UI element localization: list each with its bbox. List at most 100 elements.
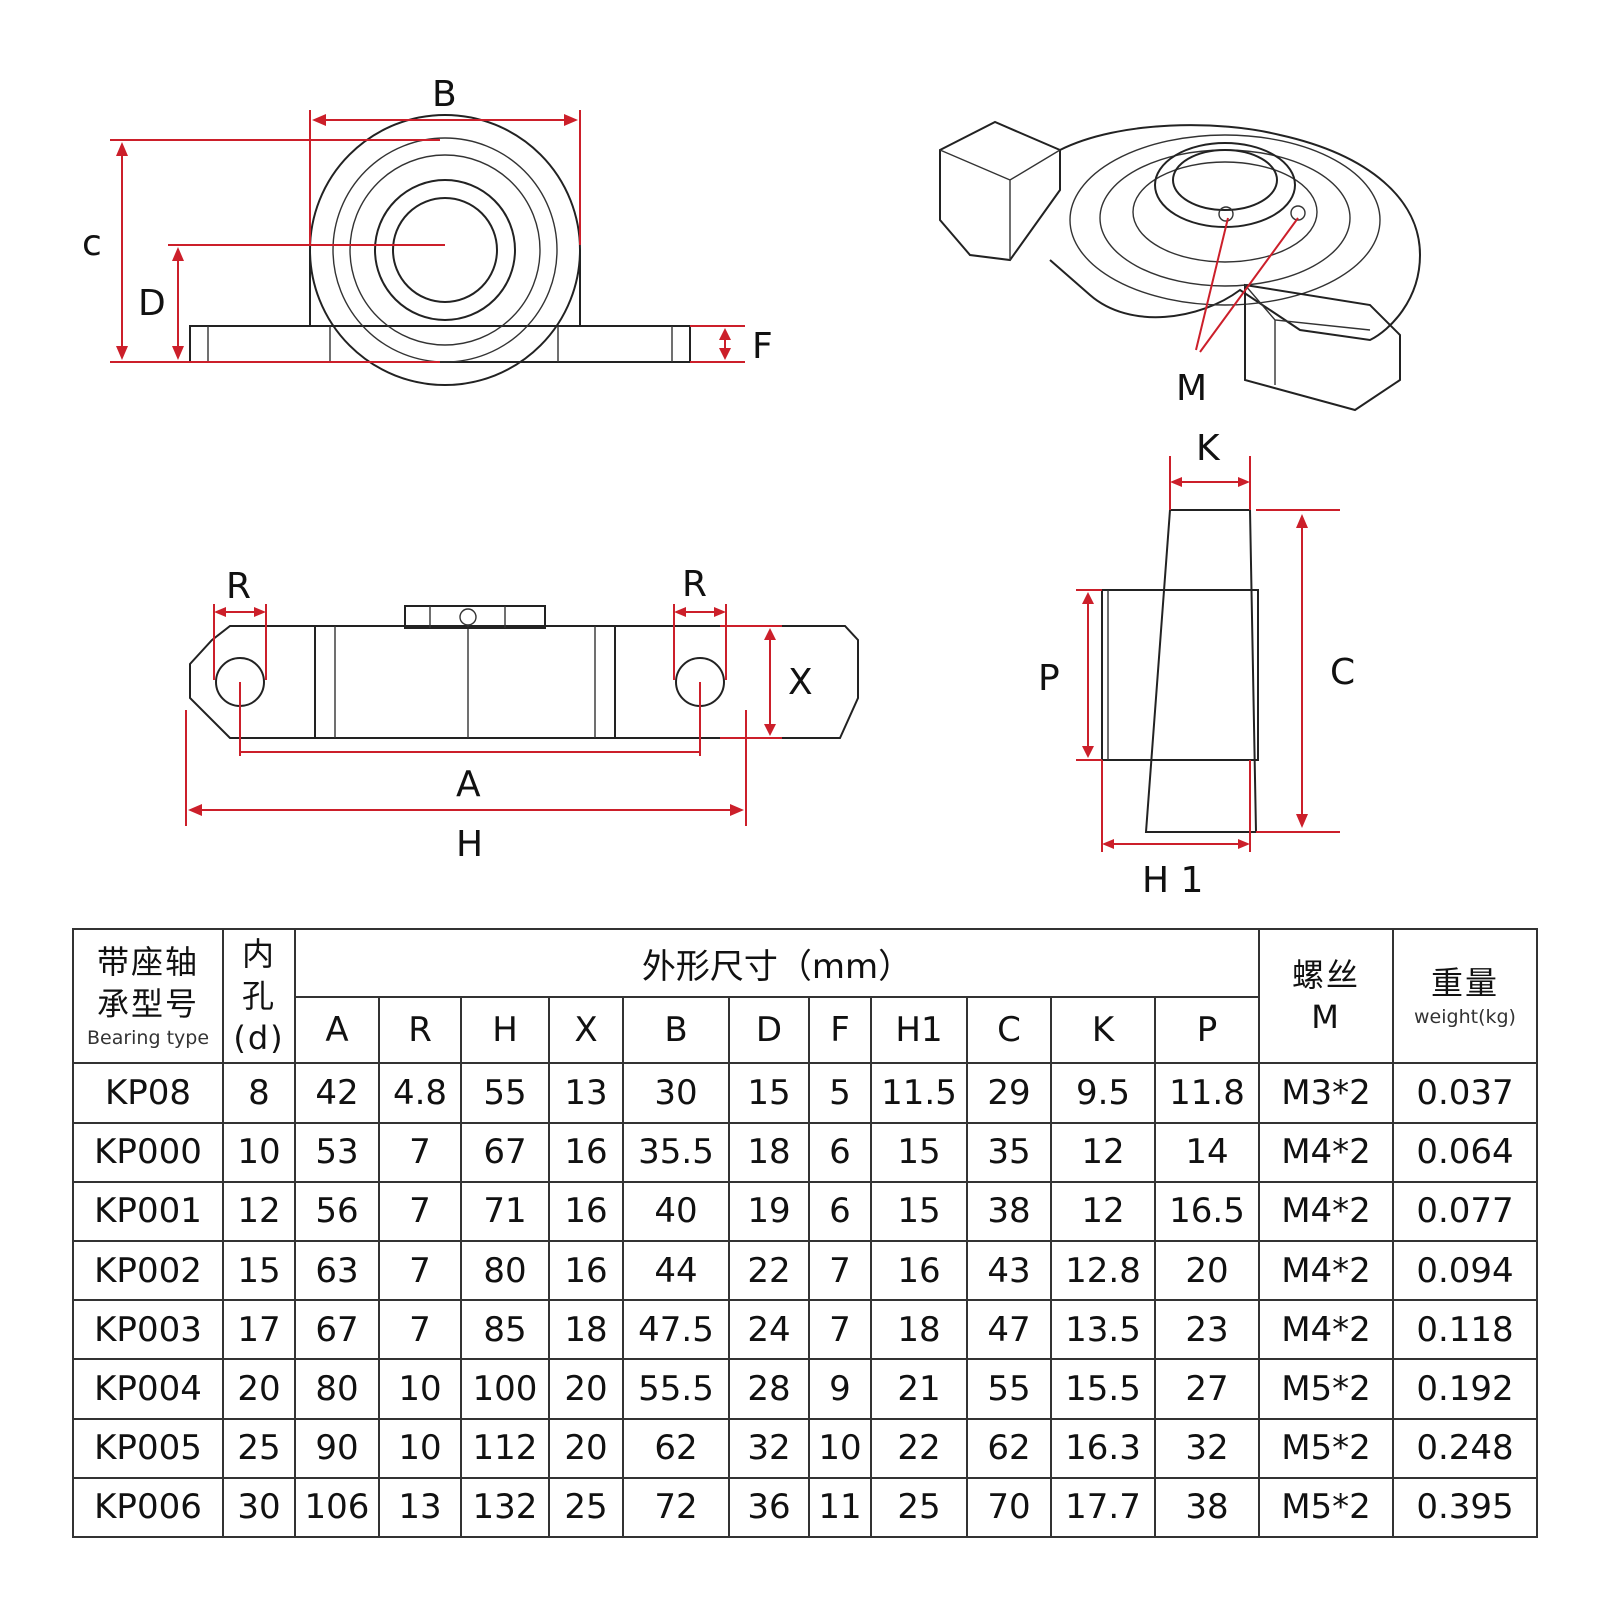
- table-cell: 25: [548, 1476, 624, 1539]
- table-cell: 16: [548, 1239, 624, 1302]
- table-cell: KP003: [72, 1299, 224, 1361]
- table-cell: 47.5: [622, 1299, 730, 1361]
- iso-bore: [1172, 149, 1278, 211]
- table-cell: 6: [808, 1180, 872, 1243]
- table-cell: KP005: [72, 1417, 224, 1479]
- table-cell: 6: [808, 1121, 872, 1183]
- table-cell: 9.5: [1050, 1062, 1156, 1124]
- table-cell: 132: [460, 1476, 550, 1539]
- table-cell: 55.5: [622, 1358, 730, 1420]
- table-cell: 70: [966, 1476, 1052, 1539]
- table-cell: 53: [294, 1121, 380, 1183]
- table-cell: 43: [966, 1239, 1052, 1302]
- table-cell: 25: [870, 1476, 968, 1539]
- side-foot-block: [1101, 589, 1259, 761]
- table-cell: 38: [966, 1180, 1052, 1243]
- table-cell: 8: [222, 1062, 296, 1124]
- table-cell: 38: [1154, 1476, 1260, 1539]
- table-cell: 7: [378, 1299, 462, 1361]
- table-cell: 0.118: [1392, 1299, 1538, 1361]
- header-col-x: X: [548, 996, 624, 1065]
- label-a: A: [456, 764, 481, 805]
- table-cell: 67: [460, 1121, 550, 1183]
- table-cell: 15: [870, 1180, 968, 1243]
- bottom-outline: [189, 625, 316, 739]
- table-cell: 7: [808, 1239, 872, 1302]
- header-row-1: 带座轴 承型号 Bearing type 内 孔 (d) 外形尺寸（mm） 螺丝…: [72, 927, 1538, 1065]
- table-cell: 55: [966, 1358, 1052, 1420]
- header-col-p: P: [1154, 996, 1260, 1065]
- label-h: H: [456, 824, 483, 865]
- label-c-small: c: [82, 223, 102, 264]
- table-cell: 5: [808, 1062, 872, 1124]
- header-col-a: A: [294, 996, 380, 1065]
- header-col-r: R: [378, 996, 462, 1065]
- table-cell: 7: [808, 1299, 872, 1361]
- table-cell: 63: [294, 1239, 380, 1302]
- table-cell: 15.5: [1050, 1358, 1156, 1420]
- spec-table: 带座轴 承型号 Bearing type 内 孔 (d) 外形尺寸（mm） 螺丝…: [72, 927, 1538, 1539]
- table-cell: M4*2: [1258, 1299, 1394, 1361]
- table-cell: 18: [548, 1299, 624, 1361]
- table-cell: 0.077: [1392, 1180, 1538, 1243]
- table-cell: 11.5: [870, 1062, 968, 1124]
- header-bearing-type: 带座轴 承型号 Bearing type: [72, 927, 224, 1065]
- table-cell: 16.5: [1154, 1180, 1260, 1243]
- table-cell: M4*2: [1258, 1180, 1394, 1243]
- label-h1: H 1: [1142, 860, 1203, 901]
- table-cell: 13: [548, 1062, 624, 1124]
- table-cell: 36: [728, 1476, 810, 1539]
- table-cell: 0.395: [1392, 1476, 1538, 1539]
- label-f: F: [752, 326, 773, 367]
- side-view-drawing: K P C H 1: [1038, 428, 1355, 901]
- table-cell: 71: [460, 1180, 550, 1243]
- table-cell: 16: [548, 1121, 624, 1183]
- table-cell: 12: [1050, 1121, 1156, 1183]
- table-cell: 4.8: [378, 1062, 462, 1124]
- table-cell: 32: [728, 1417, 810, 1479]
- table-cell: 80: [460, 1239, 550, 1302]
- table-cell: 56: [294, 1180, 380, 1243]
- table-cell: 19: [728, 1180, 810, 1243]
- header-col-h: H: [460, 996, 550, 1065]
- table-cell: 106: [294, 1476, 380, 1539]
- header-row-2: A R H X B D F H1 C K P: [73, 996, 1537, 1065]
- table-cell: KP004: [72, 1358, 224, 1420]
- table-cell: 40: [622, 1180, 730, 1243]
- header-col-k: K: [1050, 996, 1156, 1065]
- table-cell: 20: [1154, 1239, 1260, 1302]
- table-cell: M4*2: [1258, 1239, 1394, 1302]
- table-cell: 35: [966, 1121, 1052, 1183]
- table-cell: 44: [622, 1239, 730, 1302]
- table-cell: 0.094: [1392, 1239, 1538, 1302]
- table-cell: 15: [222, 1239, 296, 1302]
- table-cell: 10: [222, 1121, 296, 1183]
- front-base-plate: [189, 325, 691, 363]
- table-cell: 47: [966, 1299, 1052, 1361]
- table-cell: 72: [622, 1476, 730, 1539]
- table-cell: 22: [728, 1239, 810, 1302]
- table-cell: 100: [460, 1358, 550, 1420]
- label-c-side: C: [1330, 652, 1355, 693]
- table-cell: 20: [222, 1358, 296, 1420]
- front-bore: [392, 197, 498, 303]
- table-cell: 16: [870, 1239, 968, 1302]
- label-k: K: [1196, 428, 1221, 469]
- table-cell: M5*2: [1258, 1476, 1394, 1539]
- header-dimensions: 外形尺寸（mm）: [294, 927, 1260, 999]
- table-cell: 15: [728, 1062, 810, 1124]
- table-cell: 7: [378, 1180, 462, 1243]
- table-cell: 12: [222, 1180, 296, 1243]
- header-col-h1: H1: [870, 996, 968, 1065]
- table-cell: KP006: [72, 1476, 224, 1539]
- iso-right-foot: [1244, 283, 1401, 412]
- table-cell: 20: [548, 1358, 624, 1420]
- table-cell: 62: [966, 1417, 1052, 1479]
- table-cell: 16: [548, 1180, 624, 1243]
- table-cell: 0.248: [1392, 1417, 1538, 1479]
